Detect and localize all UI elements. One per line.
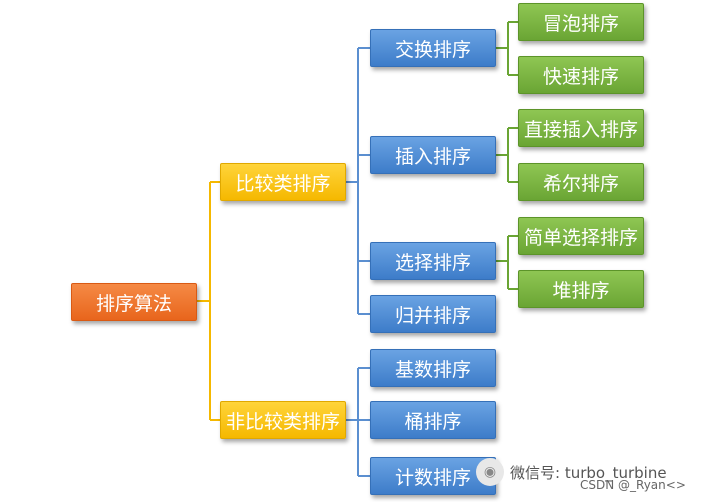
leaf-connectors — [496, 21, 518, 290]
selection-sort-node: 选择排序 — [370, 242, 496, 280]
bubble-sort-node: 冒泡排序 — [518, 3, 644, 41]
merge-sort-node: 归并排序 — [370, 295, 496, 333]
wechat-watermark: ◉ 微信号: turbo_turbine — [476, 458, 667, 486]
non-comparison-sort-node: 非比较类排序 — [220, 401, 346, 439]
heap-sort-node: 堆排序 — [518, 270, 644, 308]
insertion-sort-node: 插入排序 — [370, 136, 496, 174]
comparison-sort-node: 比较类排序 — [220, 163, 346, 201]
radix-sort-node: 基数排序 — [370, 349, 496, 387]
simple-selection-sort-node: 简单选择排序 — [518, 217, 644, 255]
non-comparison-connectors — [346, 367, 370, 477]
comparison-connectors — [346, 47, 370, 315]
direct-insertion-sort-node: 直接插入排序 — [518, 109, 644, 147]
exchange-sort-node: 交换排序 — [370, 29, 496, 67]
quick-sort-node: 快速排序 — [518, 56, 644, 94]
root-node: 排序算法 — [71, 283, 197, 321]
root-connectors — [197, 181, 220, 421]
wechat-watermark-text: 微信号: turbo_turbine — [510, 463, 667, 482]
shell-sort-node: 希尔排序 — [518, 163, 644, 201]
wechat-icon: ◉ — [476, 458, 504, 486]
csdn-watermark: CSDN @_Ryan<> — [580, 478, 686, 492]
bucket-sort-node: 桶排序 — [370, 401, 496, 439]
